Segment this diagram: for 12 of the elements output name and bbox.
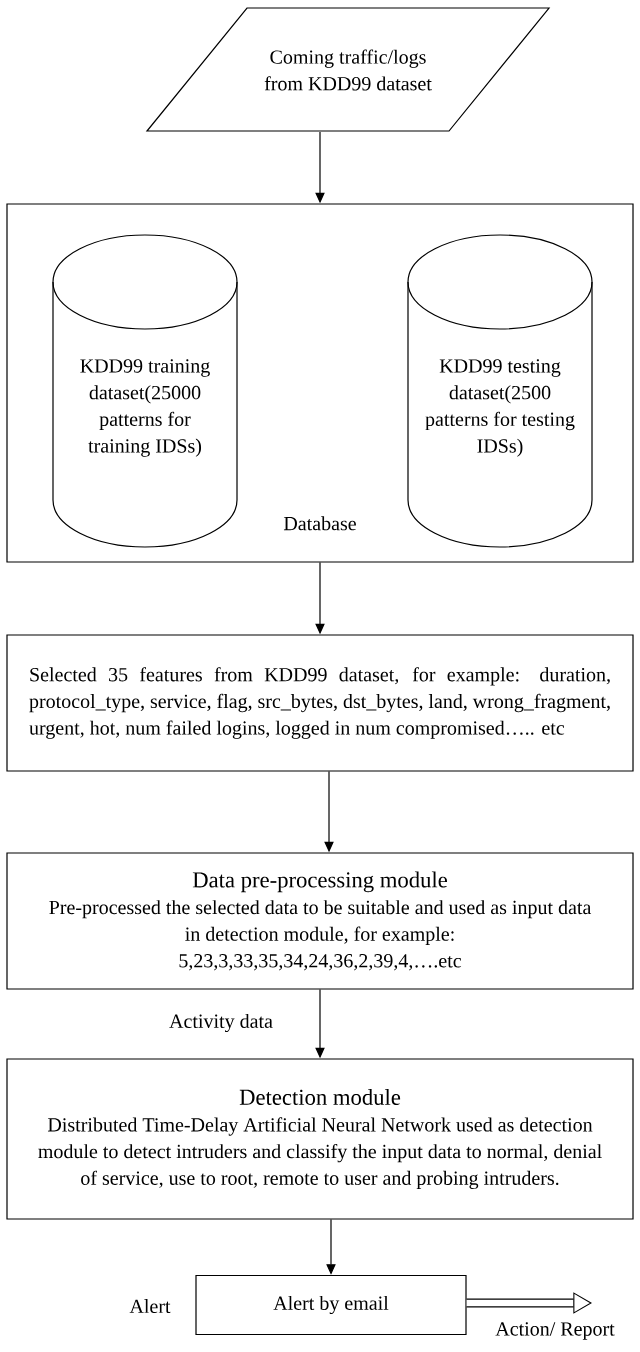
process-box: Alert by email	[195, 1274, 467, 1336]
edge-label: Activity data	[167, 1012, 275, 1034]
database-cylinder: KDD99 testing dataset(2500 patterns for testing IDSs)	[407, 234, 593, 548]
process-box: Detection module Distributed Time-Delay Artificial Neural Network used as detection module to detect intruders and classify the input data to normal, denial of service, use to root, remote to user and probing intruders.	[6, 1058, 634, 1220]
database-cylinder: KDD99 training dataset(25000 patterns for training IDSs)	[52, 234, 238, 548]
side-label: Alert	[129, 1299, 171, 1314]
process-box: Data pre-processing module Pre-processed the selected data to be suitable and used as input data in detection module, for example: 5,23,3,33,35,34,24,36,2,39,4,….etc	[6, 852, 634, 990]
node-label: KDD99 testing dataset(2500 patterns for testing IDSs)	[425, 359, 575, 457]
node-label: KDD99 training dataset(25000 patterns for training IDSs)	[80, 359, 210, 457]
edge-label: Action/ Report	[493, 1320, 617, 1342]
hollow-arrow	[466, 1292, 592, 1314]
process-box: Selected 35 features from KDD99 dataset, for example: duration, protocol_type, service, flag, src_bytes, dst_bytes, land, wrong_fragment, urgent, hot, num failed logins, logged in num compromised….. etc	[6, 634, 634, 772]
